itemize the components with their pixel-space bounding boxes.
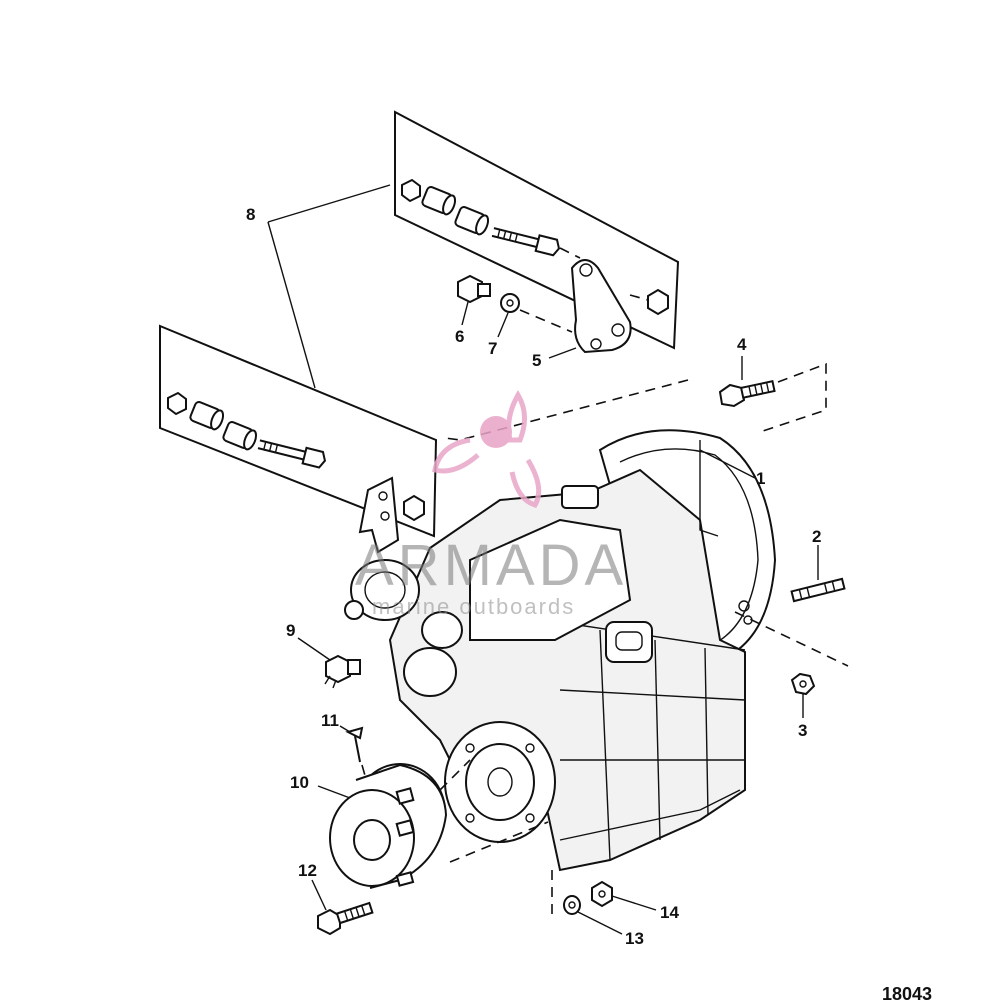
- transmission-housing: [344, 429, 777, 872]
- bolt-4: [718, 356, 827, 433]
- housing-guide-lines: [444, 379, 849, 915]
- callout-11: 11: [321, 711, 339, 730]
- bolt-12: [311, 879, 374, 936]
- callout-14: 14: [660, 903, 679, 922]
- callout-6: 6: [455, 327, 465, 346]
- nut-14: [591, 880, 657, 911]
- washer-13: [563, 895, 623, 935]
- callout-4: 4: [737, 335, 747, 354]
- watermark-subtitle: marine outboards: [372, 594, 576, 619]
- stud-2: [790, 545, 846, 603]
- callout-5: 5: [532, 351, 542, 370]
- sender-9: [297, 637, 361, 689]
- callout-7: 7: [488, 339, 498, 358]
- callout-12: 12: [298, 861, 317, 880]
- callout-9: 9: [286, 621, 296, 640]
- callout-2: 2: [812, 527, 822, 546]
- bolt-6: [457, 274, 491, 326]
- callout-1: 1: [756, 469, 766, 488]
- callout-8: 8: [246, 205, 256, 224]
- callout-13: 13: [625, 929, 644, 948]
- washer-7: [497, 293, 573, 338]
- propeller-logo: [432, 390, 542, 508]
- lower-detail-panel: [159, 324, 438, 554]
- watermark-word: ARMADA: [355, 533, 628, 598]
- callout-3: 3: [798, 721, 808, 740]
- upper-detail-panel: [394, 110, 680, 354]
- callout-8-leader: [267, 184, 391, 389]
- figure-number: 18043: [881, 984, 932, 1004]
- callout-5-leader: [548, 347, 577, 359]
- nut-3: [790, 672, 816, 718]
- callout-10: 10: [290, 773, 309, 792]
- coupling-10: [317, 759, 549, 889]
